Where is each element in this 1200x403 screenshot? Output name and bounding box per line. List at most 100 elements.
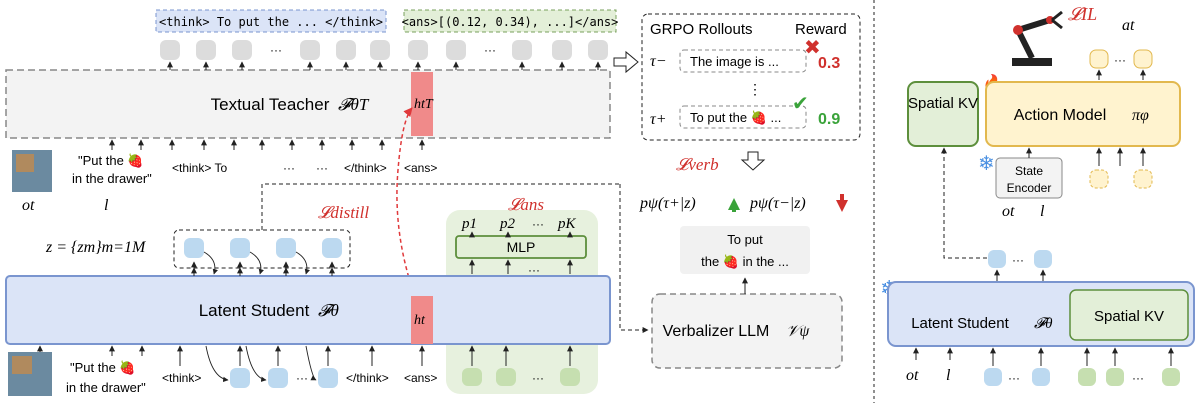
right-latent-student: Latent Student 𝓕θ Spatial KV: [887, 281, 1195, 347]
teacher-output-dots: ···: [270, 43, 282, 57]
teacher-input-arrows: [109, 139, 425, 150]
action-model-label: Action Model: [1014, 107, 1107, 124]
right-input-dots-2: ···: [1132, 371, 1144, 385]
teacher-ans: <ans>: [404, 161, 437, 175]
prob-neg: pψ(τ−|z): [749, 195, 806, 212]
student-dots: ···: [296, 371, 308, 385]
robot-arm-icon: [1012, 10, 1063, 66]
right-bottom-o: ot: [906, 367, 919, 384]
right-student-dots-top: ···: [1012, 253, 1024, 267]
grpo-vdots: ⋮: [748, 81, 762, 97]
latent-to-verbalizer-line: [261, 183, 620, 230]
teacher-output-arrows: [167, 61, 601, 70]
verbalizer-symbol: 𝒱ψ: [786, 323, 810, 340]
teacher-end-think: </think>: [344, 161, 387, 175]
right-student-symbol: 𝓕θ: [1034, 316, 1053, 332]
ans-tag-text: <ans>[(0.12, 0.34), ...]</ans>: [402, 15, 619, 29]
ans-tag: <ans>[(0.12, 0.34), ...]</ans>: [402, 9, 619, 33]
grpo-rollouts-panel: GRPO Rollouts Reward τ− The image is ...…: [641, 13, 861, 141]
loss-distill: 𝓛distill: [318, 203, 369, 222]
right-input-dots-1: ···: [1008, 371, 1020, 385]
state-encoder-1: State: [1015, 164, 1043, 178]
snowflake-icon: ❄: [978, 153, 995, 175]
grpo-tau-plus: τ+: [650, 111, 667, 128]
prob-pos-up-arrow-icon: [728, 198, 740, 210]
grpo-neg-text: The image is ...: [690, 54, 779, 69]
prob-neg-down-arrow-icon: [836, 200, 848, 212]
teacher-dots-b: ···: [316, 161, 328, 175]
student-instruction-1: "Put the 🍓: [70, 360, 136, 375]
right-o: ot: [1002, 203, 1015, 220]
verb-down-arrow: [740, 151, 766, 171]
student-to-kv-arrow: [941, 147, 994, 259]
teacher-to-grpo-arrow: [613, 50, 639, 74]
action-model: Action Model πφ: [985, 81, 1181, 147]
state-encoder: State Encoder: [995, 157, 1063, 199]
grpo-neg-reward: 0.3: [818, 55, 840, 72]
grpo-pos-text: To put the 🍓 ...: [690, 110, 781, 125]
teacher-l: l: [104, 197, 109, 214]
check-icon: ✔: [792, 93, 809, 115]
think-tag: <think> To put the ... </think>: [155, 9, 387, 33]
right-input-tokens: ··· ···: [984, 368, 1180, 386]
teacher-output-tokens: ··· ···: [160, 40, 608, 60]
loss-ans: 𝓛ans: [508, 195, 544, 214]
z-definition: z = {zm}m=1M: [45, 239, 147, 256]
teacher-instruction-1: "Put the 🍓: [78, 153, 144, 168]
verbalizer-out-2: the 🍓 in the ...: [701, 254, 789, 269]
mlp-p1: p1: [461, 216, 477, 232]
right-student-label: Latent Student: [911, 315, 1009, 332]
mlp-pk: pK: [557, 216, 577, 232]
latent-tokens: [184, 238, 342, 258]
teacher-dots-a: ···: [283, 161, 295, 175]
teacher-o: ot: [22, 197, 35, 214]
student-label: Latent Student: [199, 301, 310, 320]
right-student-output-tokens: ···: [988, 250, 1052, 268]
student-think: <think>: [162, 371, 201, 385]
action-dots: ···: [1114, 53, 1126, 67]
textual-teacher-block: Textual Teacher 𝓕θT htT: [5, 69, 611, 139]
prob-pos: pψ(τ+|z): [639, 195, 696, 212]
verbalizer-block: Verbalizer LLM 𝒱ψ To put the 🍓 in the ..…: [651, 226, 843, 369]
latent-autoregressive-arrows: [203, 251, 310, 275]
student-instruction-2: in the drawer": [66, 380, 146, 395]
verbalizer-label: Verbalizer LLM: [663, 323, 770, 340]
right-l: l: [1040, 203, 1045, 220]
teacher-think-to: <think> To: [172, 161, 227, 175]
verbalizer-out-1: To put: [727, 232, 763, 247]
loss-il: 𝓛IL: [1068, 4, 1097, 24]
teacher-output-dots-2: ···: [484, 43, 496, 57]
student-end-think: </think>: [346, 371, 389, 385]
student-ans: <ans>: [404, 371, 437, 385]
teacher-instruction-2: in the drawer": [72, 171, 152, 186]
latent-student-block: Latent Student 𝓕θ ht: [5, 275, 611, 345]
spatial-kv-top: Spatial KV: [907, 81, 979, 147]
distill-arrow: [396, 107, 421, 311]
student-hidden-state: ht: [414, 313, 426, 328]
think-tag-text: <think> To put the ... </think>: [159, 15, 383, 29]
action-label-a: at: [1122, 17, 1135, 34]
mlp-dots-mid: ···: [528, 263, 540, 277]
loss-verb: 𝓛verb: [676, 155, 719, 174]
student-symbol: 𝓕θ: [318, 301, 339, 320]
teacher-label: Textual Teacher: [211, 95, 330, 114]
state-encoder-2: Encoder: [1007, 181, 1052, 195]
mlp-p2: p2: [499, 216, 516, 232]
grpo-pos-reward: 0.9: [818, 111, 840, 128]
right-bottom-l: l: [946, 367, 951, 384]
grpo-title: GRPO Rollouts: [650, 21, 753, 38]
student-inputs: "Put the 🍓 in the drawer" <think> ··· </…: [8, 352, 437, 396]
mlp-dots-top: ···: [532, 217, 544, 231]
mlp-label: MLP: [507, 239, 536, 255]
teacher-symbol: 𝓕θT: [338, 95, 370, 114]
green-dots: ···: [532, 371, 544, 385]
spatial-kv-top-label: Spatial KV: [908, 95, 978, 112]
action-noise-tokens: [1089, 169, 1153, 189]
teacher-inputs: ot l "Put the 🍓 in the drawer" <think> T…: [12, 150, 437, 214]
grpo-reward-header: Reward: [795, 21, 847, 38]
grpo-tau-minus: τ−: [650, 53, 667, 70]
latent-to-verbalizer-arrow: [619, 184, 649, 333]
cross-icon: ✖: [804, 37, 821, 59]
teacher-hidden-state: htT: [414, 97, 434, 112]
